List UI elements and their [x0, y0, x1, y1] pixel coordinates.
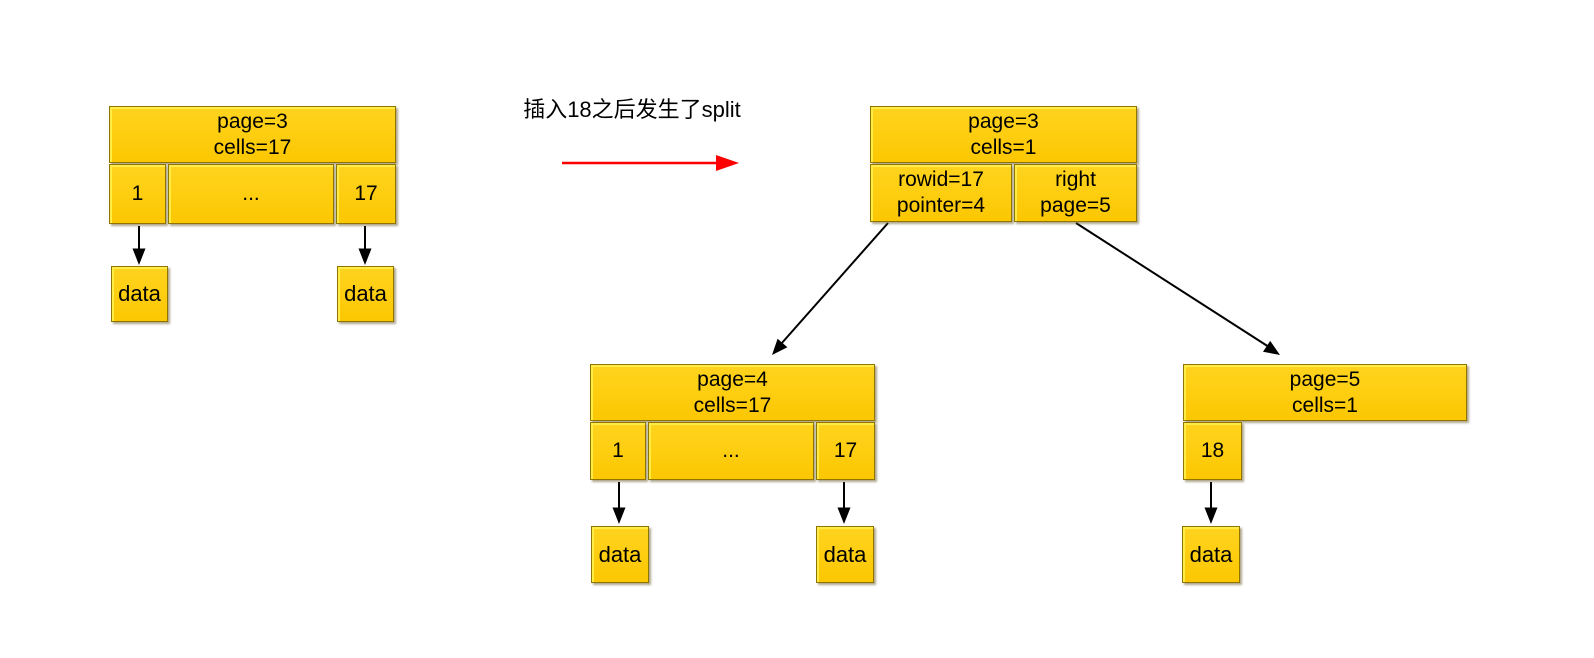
node-page5-header: page=5 cells=1	[1183, 364, 1467, 421]
insert-split-label: 插入18之后发生了split	[523, 97, 741, 122]
data-box-page4-first: data	[591, 526, 649, 583]
cell-rightpage-line: page=5	[1040, 194, 1111, 217]
data-box-page4-last: data	[816, 526, 874, 583]
node-page4-cell-1: 1	[590, 422, 646, 480]
data-box-before-last: data	[337, 266, 394, 322]
node-page5-cell-18: 18	[1183, 422, 1242, 480]
cell-rowid-line: rowid=17	[898, 168, 984, 191]
node-before-cell-17: 17	[336, 164, 396, 224]
edge-root-pointer-to-page4	[772, 222, 889, 355]
node-before-root-header-line1: page=3	[217, 109, 288, 133]
node-after-root-header-line2: cells=1	[970, 135, 1037, 159]
cell-pointer-line: pointer=4	[896, 194, 986, 217]
edge-page4-cell17-to-data	[837, 482, 851, 524]
data-box-page5: data	[1182, 526, 1240, 583]
node-after-root-cell-rowid-pointer: rowid=17 pointer=4	[870, 164, 1012, 222]
edge-before-cell1-to-data	[132, 226, 146, 265]
edge-page5-cell18-to-data	[1204, 482, 1218, 524]
node-page5-header-line1: page=5	[1289, 367, 1361, 391]
node-after-root-cell-right-page: right page=5	[1014, 164, 1137, 222]
node-page5-header-line2: cells=1	[1292, 393, 1358, 417]
node-page4-header-line2: cells=17	[693, 393, 772, 417]
node-page4-header: page=4 cells=17	[590, 364, 875, 421]
node-page4-cell-17: 17	[816, 422, 875, 480]
node-page4-header-line1: page=4	[697, 367, 768, 391]
edge-before-cell17-to-data	[358, 226, 372, 265]
node-after-root-header: page=3 cells=1	[870, 106, 1137, 163]
node-before-cell-ellipsis: ...	[168, 164, 334, 224]
node-before-root-header-line2: cells=17	[213, 135, 292, 159]
node-page4-cell-ellipsis: ...	[648, 422, 814, 480]
data-box-before-first: data	[111, 266, 168, 322]
node-before-cell-1: 1	[109, 164, 166, 224]
split-transition-arrow	[562, 155, 739, 171]
node-before-root-header: page=3 cells=17	[109, 106, 396, 163]
edge-root-right-to-page5	[1075, 222, 1280, 355]
cell-right-line: right	[1055, 168, 1096, 191]
node-after-root-header-line1: page=3	[968, 109, 1039, 133]
edge-page4-cell1-to-data	[612, 482, 626, 524]
